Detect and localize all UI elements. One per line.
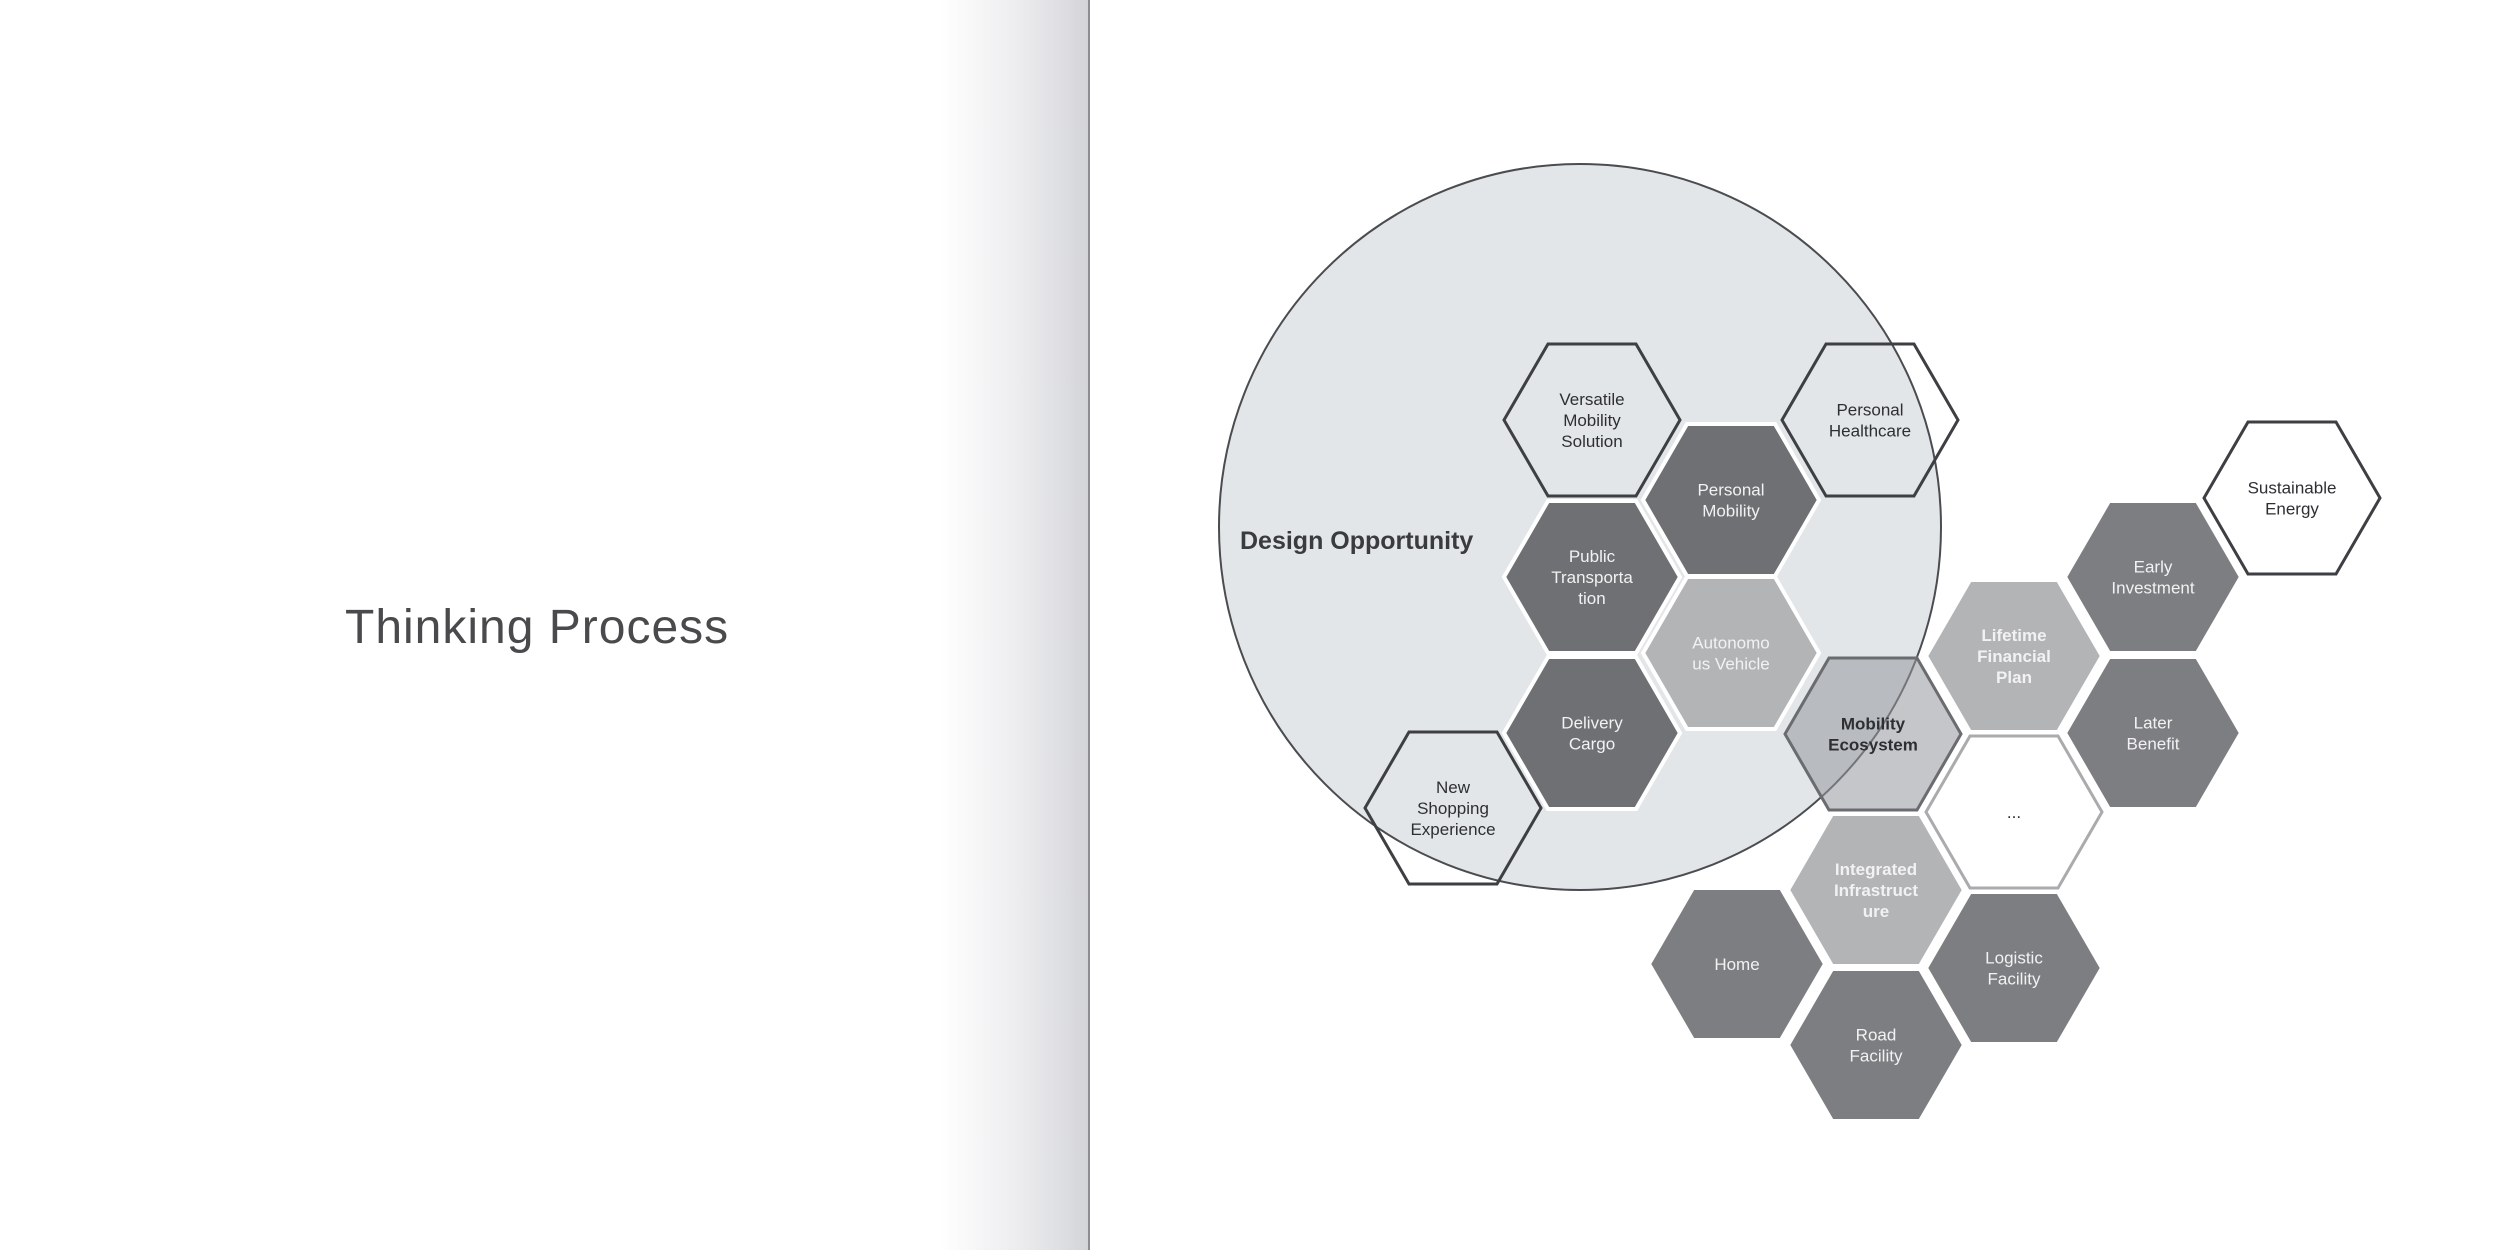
hexagon-label: Road <box>1856 1026 1897 1045</box>
hexagon-shape <box>1924 734 2104 890</box>
hexagon-autonomous-vehicle: Autonomo us Vehicle <box>1640 575 1822 731</box>
hexagon-label: Facility <box>1850 1047 1903 1066</box>
hexagon-label: Sustainable <box>2248 479 2337 498</box>
hexagon-shape <box>2062 655 2244 811</box>
hexagon-label: Benefit <box>2127 735 2180 754</box>
left-page: Thinking Process <box>0 0 1090 1250</box>
hexagon-shape <box>1646 886 1828 1042</box>
hexagon-label: Early <box>2134 558 2173 577</box>
hexagon-label: Later <box>2134 714 2173 733</box>
hexagon-label: Logistic <box>1985 949 2043 968</box>
hexagon-shape <box>1640 575 1822 731</box>
hexagon-shape <box>2062 499 2244 655</box>
hexagon-shape <box>1783 656 1963 812</box>
hexagon-shape <box>1780 342 1960 498</box>
hexagon-label: Lifetime <box>1981 626 2046 645</box>
hexagon-label: Transporta <box>1551 568 1633 587</box>
hexagon-label: Ecosystem <box>1828 736 1918 755</box>
hexagon-more: ... <box>1924 734 2104 890</box>
hexagon-label: Autonomo <box>1692 634 1770 653</box>
hexagon-label: Investment <box>2111 579 2194 598</box>
hexagon-label: Versatile <box>1559 390 1624 409</box>
hexagon-shape <box>1785 812 1967 968</box>
hexagon-shape <box>2202 420 2382 576</box>
hexagon-label: ure <box>1863 902 1889 921</box>
hexagon-label: Delivery <box>1561 714 1623 733</box>
hexagon-shape <box>1501 499 1683 655</box>
hexagon-label: Personal <box>1697 481 1764 500</box>
hexagon-label: Public <box>1569 547 1616 566</box>
hexagon-label: Home <box>1714 955 1759 974</box>
hexagon-shape <box>1923 578 2105 734</box>
hexagon-label: Personal <box>1836 401 1903 420</box>
hexagon-label: New <box>1436 778 1471 797</box>
hexagon-label: Shopping <box>1417 799 1489 818</box>
hexagon-label: Solution <box>1561 432 1622 451</box>
hexagon-label: Financial <box>1977 647 2051 666</box>
hexagon-label: us Vehicle <box>1692 655 1770 674</box>
design-opportunity-label: Design Opportunity <box>1240 527 1473 555</box>
hexagon-label: Infrastruct <box>1834 881 1918 900</box>
hexagon-shape <box>1501 655 1683 811</box>
hexagon-label: ... <box>2007 803 2021 822</box>
hexagon-shape <box>1785 967 1967 1123</box>
page-title: Thinking Process <box>345 601 730 654</box>
hexagon-label: Mobility <box>1563 411 1621 430</box>
hexagon-label: Energy <box>2265 500 2319 519</box>
hexagon-label: Cargo <box>1569 735 1615 754</box>
hexagon-label: Plan <box>1996 668 2032 687</box>
hexagon-label: Mobility <box>1841 715 1906 734</box>
hexagon-shape <box>1363 730 1543 886</box>
hexagon-layer: VersatileMobilitySolutionPersonalHealthc… <box>1363 342 2382 1123</box>
hexagon-home: Home <box>1646 886 1828 1042</box>
hexagon-shape <box>1923 890 2105 1046</box>
hexagon-shape <box>1502 342 1682 498</box>
book-spine <box>1088 0 1090 1250</box>
hexagon-label: Healthcare <box>1829 422 1911 441</box>
hexagon-label: tion <box>1578 589 1605 608</box>
hexagon-label: Experience <box>1410 820 1495 839</box>
hexagon-label: Facility <box>1988 970 2041 989</box>
hexagon-label: Integrated <box>1835 860 1917 879</box>
hexagon-label: Mobility <box>1702 502 1760 521</box>
